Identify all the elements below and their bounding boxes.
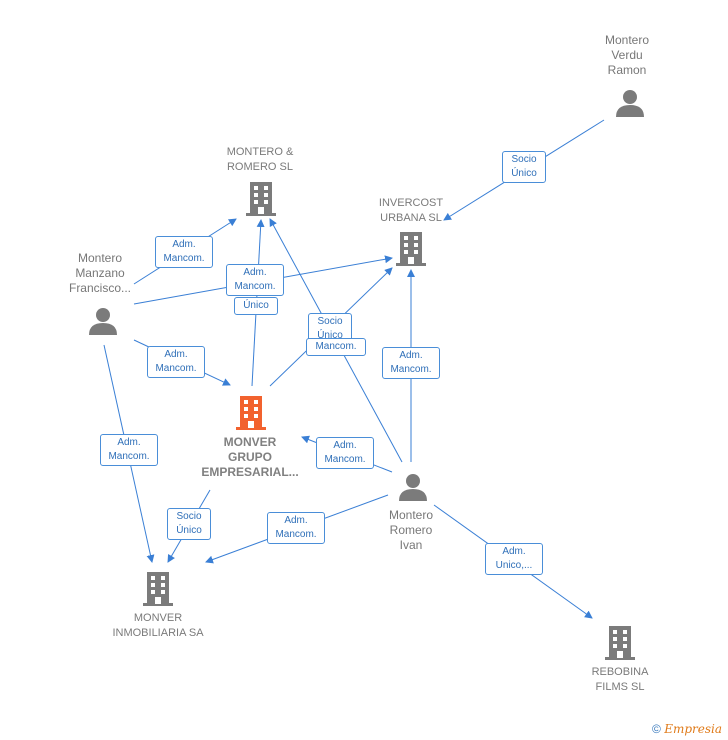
edge-label: Adm. Mancom. [226, 264, 284, 296]
edge-label: Adm. Mancom. [316, 437, 374, 469]
edge-label: Adm. Mancom. [382, 347, 440, 379]
brand-name: Empresia [664, 722, 722, 736]
footer-brand[interactable]: © Empresia [652, 722, 722, 736]
edge-label: Mancom. [306, 338, 366, 356]
building-icon[interactable] [143, 572, 173, 606]
person-icon[interactable] [88, 306, 118, 336]
edge-label: Adm. Unico,... [485, 543, 543, 575]
node-label-rebobina-films[interactable]: REBOBINA FILMS SL [591, 666, 649, 693]
person-icon[interactable] [615, 88, 645, 118]
edge-label: Adm. Mancom. [147, 346, 205, 378]
node-label-montero-romero-sl[interactable]: MONTERO & ROMERO SL [226, 146, 294, 173]
edge-label: Socio Único [167, 508, 211, 540]
edge-label: Adm. Mancom. [155, 236, 213, 268]
node-label-monver-grupo[interactable]: MONVER GRUPO EMPRESARIAL... [201, 435, 299, 479]
node-label-montero-manzano[interactable]: Montero Manzano Francisco... [68, 251, 131, 295]
edge-label: Adm. Mancom. [267, 512, 325, 544]
building-icon-focus[interactable] [236, 396, 266, 430]
building-icon[interactable] [246, 182, 276, 216]
edge-label: Adm. Mancom. [100, 434, 158, 466]
person-icon[interactable] [398, 472, 428, 502]
node-label-monver-inmobiliaria[interactable]: MONVER INMOBILIARIA SA [112, 612, 204, 639]
building-icon[interactable] [605, 626, 635, 660]
edge-label: Socio Único [502, 151, 546, 183]
node-label-montero-romero-ivan[interactable]: Montero Romero Ivan [388, 508, 434, 552]
edge-label: Único [234, 297, 278, 315]
building-icon[interactable] [396, 232, 426, 266]
node-label-montero-verdu-ramon[interactable]: Montero Verdu Ramon [604, 33, 650, 77]
node-label-invercost-urbana[interactable]: INVERCOST URBANA SL [378, 197, 444, 224]
copyright-symbol: © [652, 722, 661, 736]
